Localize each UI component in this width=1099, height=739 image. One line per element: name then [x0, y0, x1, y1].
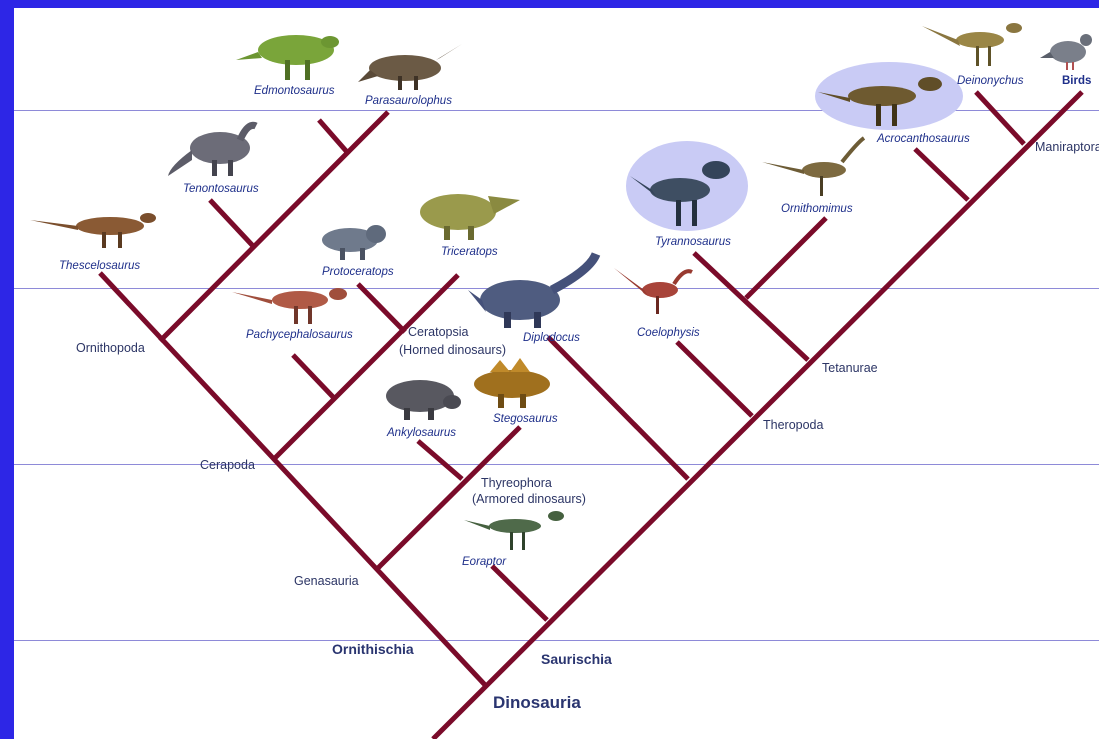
protoceratops-illustration: [322, 225, 386, 260]
label-cerapoda: Cerapoda: [200, 458, 255, 472]
diplodocus-illustration: [468, 254, 596, 328]
label-pachycephalosaurus: Pachycephalosaurus: [246, 328, 353, 342]
label-ceratopsia: Ceratopsia: [408, 325, 468, 339]
label-edmontosaurus: Edmontosaurus: [254, 84, 335, 98]
label-birds: Birds: [1062, 74, 1091, 88]
label-eoraptor: Eoraptor: [462, 555, 506, 569]
label-ornithopoda: Ornithopoda: [76, 341, 145, 355]
label-stegosaurus: Stegosaurus: [493, 412, 558, 426]
label-protoceratops: Protoceratops: [322, 265, 394, 279]
ankylosaurus-illustration: [386, 380, 461, 420]
label-tenontosaurus: Tenontosaurus: [183, 182, 259, 196]
ornithomimus-illustration: [762, 138, 864, 196]
label-parasaurolophus: Parasaurolophus: [365, 94, 452, 108]
label-ornithischia: Ornithischia: [332, 642, 414, 656]
label-ornithomimus: Ornithomimus: [781, 202, 853, 216]
coelophysis-illustration: [614, 268, 692, 314]
label-dinosauria: Dinosauria: [493, 696, 581, 710]
label-saurischia: Saurischia: [541, 652, 612, 666]
label-ceratopsia-note: (Horned dinosaurs): [399, 343, 506, 357]
label-ankylosaurus: Ankylosaurus: [387, 426, 456, 440]
label-tetanurae: Tetanurae: [822, 361, 878, 375]
parasaurolophus-illustration: [358, 44, 462, 90]
tenontosaurus-illustration: [168, 125, 256, 176]
label-acrocanthosaurus: Acrocanthosaurus: [877, 132, 970, 146]
label-deinonychus: Deinonychus: [957, 74, 1023, 88]
label-diplodocus: Diplodocus: [523, 331, 580, 345]
label-tyrannosaurus: Tyrannosaurus: [655, 235, 731, 249]
eoraptor-illustration: [464, 511, 564, 550]
triceratops-illustration: [420, 194, 520, 240]
label-genasauria: Genasauria: [294, 574, 359, 588]
stegosaurus-illustration: [474, 358, 550, 408]
label-thyreophora-note: (Armored dinosaurs): [472, 492, 586, 506]
label-triceratops: Triceratops: [441, 245, 498, 259]
thescelosaurus-illustration: [30, 213, 156, 248]
pachycephalosaurus-illustration: [232, 288, 347, 324]
label-coelophysis: Coelophysis: [637, 326, 700, 340]
label-thyreophora: Thyreophora: [481, 476, 552, 490]
label-theropoda: Theropoda: [763, 418, 823, 432]
deinonychus-illustration: [922, 23, 1022, 66]
edmontosaurus-illustration: [236, 35, 339, 80]
pigeon-illustration: [1040, 34, 1092, 70]
label-maniraptora: Maniraptora: [1035, 140, 1099, 154]
label-thescelosaurus: Thescelosaurus: [59, 259, 140, 273]
